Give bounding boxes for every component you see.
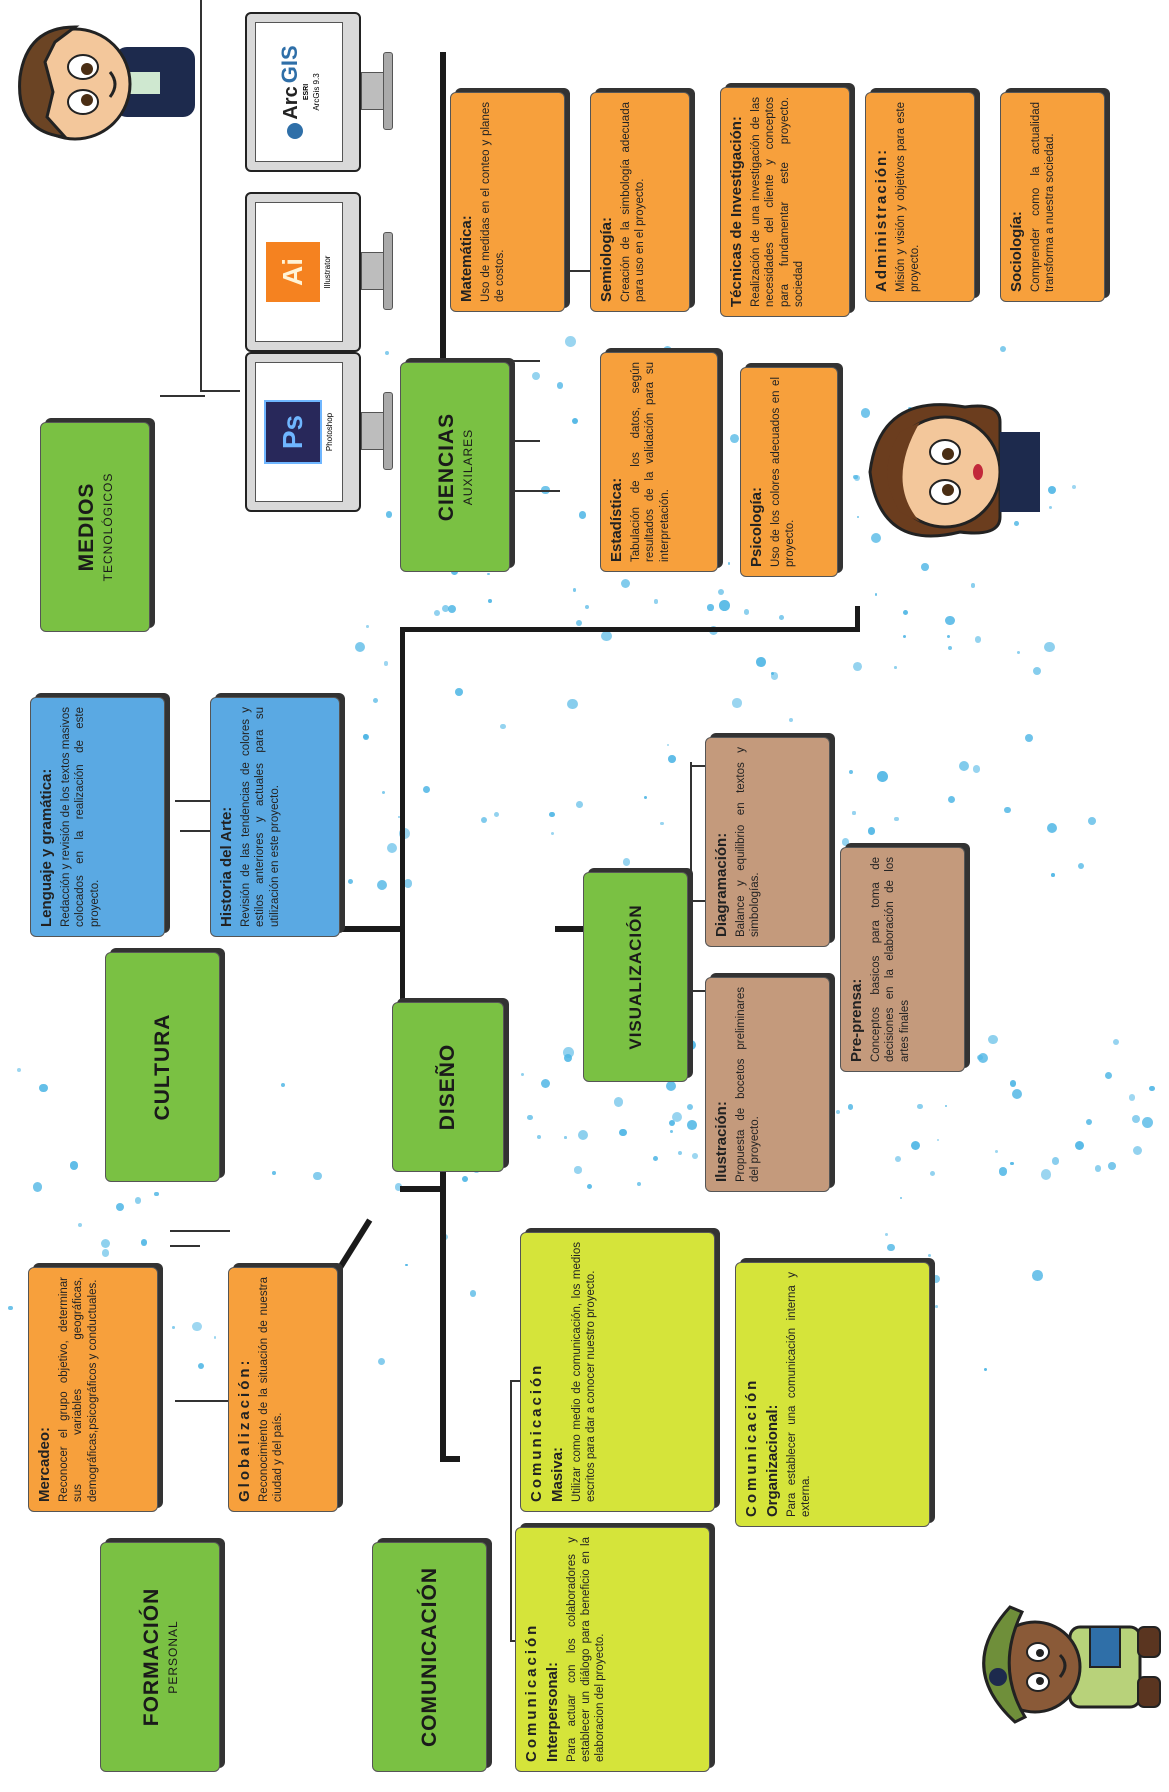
node-comunicacion: COMUNICACIÓN <box>372 1542 487 1772</box>
ciencias-item-text: Uso de los colores adecuados en el proye… <box>769 377 797 567</box>
cultura-item-title: Historia del Arte: <box>218 806 235 927</box>
boy-character-illustration <box>18 25 195 141</box>
monitor-photoshop: Ps Photoshop <box>245 352 395 512</box>
node-formacion-title: FORMACIÓN <box>140 1587 163 1727</box>
visualizacion-item-text: Balance y equilibrio en textos y simbolo… <box>734 747 762 937</box>
ciencias-item-sociologia: Sociología: Comprender como la actualida… <box>1000 92 1105 302</box>
comunicacion-item-title-a: Comunicación <box>523 1622 540 1762</box>
ciencias-item-text: Realización de una investigación de las … <box>749 97 805 307</box>
ciencias-item-text: Comprender como la actualidad transforma… <box>1029 102 1057 292</box>
formacion-item-title: Globalización: <box>236 1357 253 1502</box>
ciencias-item-title: Estadística: <box>608 477 625 562</box>
visualizacion-item-diagramacion: Diagramación: Balance y equilibrio en te… <box>705 737 830 947</box>
ciencias-item-administracion: Administración: Misión y visión y objeti… <box>865 92 975 302</box>
ciencias-item-title: Psicología: <box>748 486 765 567</box>
node-medios: MEDIOS TECNOLÓGICOS <box>40 422 150 632</box>
visualizacion-item-text: Conceptos basicos para toma de decisione… <box>869 857 911 1062</box>
arcgis-label: ArcGis 9.3 <box>312 73 321 111</box>
cultura-item-text: Redacción y revisión de los textos masiv… <box>59 707 101 927</box>
node-ciencias-subtitle: AUXILARES <box>461 428 475 506</box>
ciencias-item-estadistica: Estadística: Tabulación de los datos, se… <box>600 352 718 572</box>
formacion-item-text: Reconocimiento de la situación de nuestr… <box>257 1277 285 1502</box>
node-diseno: DISEÑO <box>392 1002 504 1172</box>
node-formacion: FORMACIÓN PERSONAL <box>100 1542 220 1772</box>
comunicacion-item-interpersonal: Comunicación Interpersonal: Para actuar … <box>515 1527 710 1772</box>
ciencias-item-title: Semiología: <box>598 216 615 302</box>
formacion-item-title: Mercadeo: <box>36 1426 53 1502</box>
visualizacion-item-text: Propuesta de bocetos preliminares del pr… <box>734 987 762 1182</box>
comunicacion-item-title-a: Comunicación <box>743 1377 760 1517</box>
visualizacion-item-preprensa: Pre-prensa: Conceptos basicos para toma … <box>840 847 965 1072</box>
node-visualizacion: VISUALIZACIÓN <box>583 872 688 1082</box>
node-diseno-title: DISEÑO <box>436 1043 459 1131</box>
node-cultura-title: CULTURA <box>150 1013 174 1121</box>
node-ciencias-title: CIENCIAS <box>435 412 458 522</box>
arcgis-icon: Arc GIS <box>277 45 303 139</box>
visualizacion-item-title: Diagramación: <box>713 832 730 937</box>
comunicacion-item-organizacional: Comunicación Organizacional: Para establ… <box>735 1262 930 1527</box>
node-cultura: CULTURA <box>105 952 220 1182</box>
node-medios-subtitle: TECNOLÓGICOS <box>101 472 115 582</box>
monitor-arcgis: Arc GIS ESRI ArcGis 9.3 <box>245 12 395 172</box>
ciencias-item-psicologia: Psicología: Uso de los colores adecuados… <box>740 367 838 577</box>
ciencias-item-tecnicas: Técnicas de Investigación: Realización d… <box>720 87 850 317</box>
ciencias-item-text: Misión y visión y objetivos para este pr… <box>894 102 922 292</box>
illustrator-icon: Ai <box>266 242 320 302</box>
ciencias-item-text: Creación de la simbología adecuada para … <box>619 102 647 302</box>
ciencias-item-title: Sociología: <box>1008 211 1025 292</box>
formacion-item-mercadeo: Mercadeo: Reconocer el grupo objetivo, d… <box>28 1267 158 1512</box>
comunicacion-item-masiva: Comunicación Masiva: Utilizar como medio… <box>520 1232 715 1512</box>
arcgis-esri: ESRI <box>303 83 310 101</box>
node-visualizacion-title: VISUALIZACIÓN <box>625 904 645 1050</box>
comunicacion-item-title-b: Interpersonal: <box>543 1661 561 1762</box>
ciencias-item-title: Técnicas de Investigación: <box>728 116 745 307</box>
ciencias-item-text: Tabulación de los datos, según resultado… <box>629 362 671 562</box>
monitor-illustrator: Ai Illustrator <box>245 192 395 352</box>
comunicacion-item-text: Para actuar con los colaboradores y esta… <box>565 1537 607 1762</box>
comunicacion-item-title-a: Comunicación <box>528 1362 545 1502</box>
node-comunicacion-title: COMUNICACIÓN <box>417 1567 441 1747</box>
cultura-item-lenguaje: Lenguaje y gramática: Redacción y revisi… <box>30 697 165 937</box>
comunicacion-item-text: Para establecer una comunicación interna… <box>785 1272 812 1517</box>
ciencias-item-title: Administración: <box>873 147 890 292</box>
ciencias-item-title: Matemática: <box>458 215 475 302</box>
node-formacion-subtitle: PERSONAL <box>166 1620 180 1694</box>
cultura-item-historia: Historia del Arte: Revisión de las tende… <box>210 697 340 937</box>
photoshop-icon: Ps <box>264 400 322 464</box>
illustrator-label: Illustrator <box>323 255 332 289</box>
cultura-item-text: Revisión de las tendencias de colores y … <box>239 707 281 927</box>
girl-character-illustration <box>868 403 1040 538</box>
ciencias-item-semiologia: Semiología: Creación de la simbología ad… <box>590 92 690 312</box>
visualizacion-item-ilustracion: Ilustración: Propuesta de bocetos prelim… <box>705 977 830 1192</box>
visualizacion-item-title: Ilustración: <box>713 1101 730 1182</box>
comunicacion-item-title-b: Organizacional: <box>763 1404 781 1517</box>
soldier-character-illustration <box>982 1605 1161 1724</box>
node-ciencias: CIENCIAS AUXILARES <box>400 362 510 572</box>
cultura-item-title: Lenguaje y gramática: <box>38 768 55 927</box>
formacion-item-globalizacion: Globalización: Reconocimiento de la situ… <box>228 1267 338 1512</box>
node-medios-title: MEDIOS <box>75 482 98 572</box>
ciencias-item-matematica: Matemática: Uso de medidas en el conteo … <box>450 92 565 312</box>
comunicacion-item-title-b: Masiva: <box>548 1446 566 1502</box>
formacion-item-text: Reconocer el grupo objetivo, determinar … <box>57 1277 99 1502</box>
photoshop-label: Photoshop <box>325 412 334 452</box>
ciencias-item-text: Uso de medidas en el conteo y planes de … <box>479 102 507 302</box>
visualizacion-item-title: Pre-prensa: <box>848 978 865 1062</box>
comunicacion-item-text: Utilizar como medio de comunicación, los… <box>570 1242 597 1502</box>
